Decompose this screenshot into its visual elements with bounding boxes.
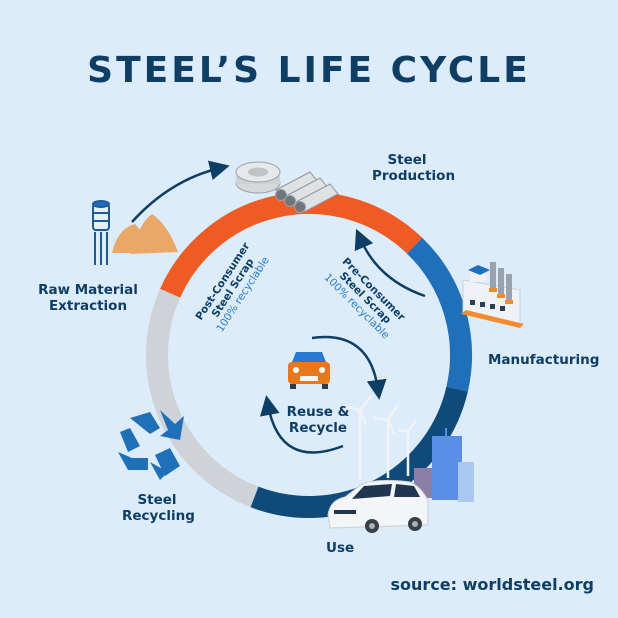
factory-icon — [461, 262, 524, 328]
ore-pile-icon — [112, 214, 178, 254]
stage-use: Use — [326, 540, 355, 556]
ring-segment-manufacturing — [406, 237, 472, 392]
arrow-pre-consumer — [354, 228, 426, 298]
stage-steel-recycling: Steel Recycling — [122, 492, 195, 524]
car-icon — [327, 479, 429, 533]
steel-coil-pipes-icon — [235, 161, 339, 213]
stage-steel-production: Steel Production — [372, 152, 456, 184]
ring-segment-production — [160, 192, 423, 298]
source-credit: source: worldsteel.org — [390, 575, 594, 594]
arrow-extraction-to-production — [131, 160, 230, 223]
arrow-reuse-bottom — [259, 395, 344, 454]
wind-turbine-icon — [343, 394, 418, 480]
recycle-icon — [118, 410, 184, 480]
stage-manufacturing: Manufacturing — [488, 352, 600, 368]
water-tower-icon — [92, 200, 110, 265]
arrow-reuse-top — [311, 335, 387, 400]
stage-reuse-recycle: Reuse & Recycle — [286, 404, 350, 436]
page-title: STEEL’S LIFE CYCLE — [87, 50, 531, 91]
stage-raw-material-extraction: Raw Material Extraction — [38, 282, 138, 314]
building-icon — [414, 428, 474, 502]
ring-segment-recycling — [146, 288, 259, 508]
orange-car-icon — [288, 352, 330, 389]
